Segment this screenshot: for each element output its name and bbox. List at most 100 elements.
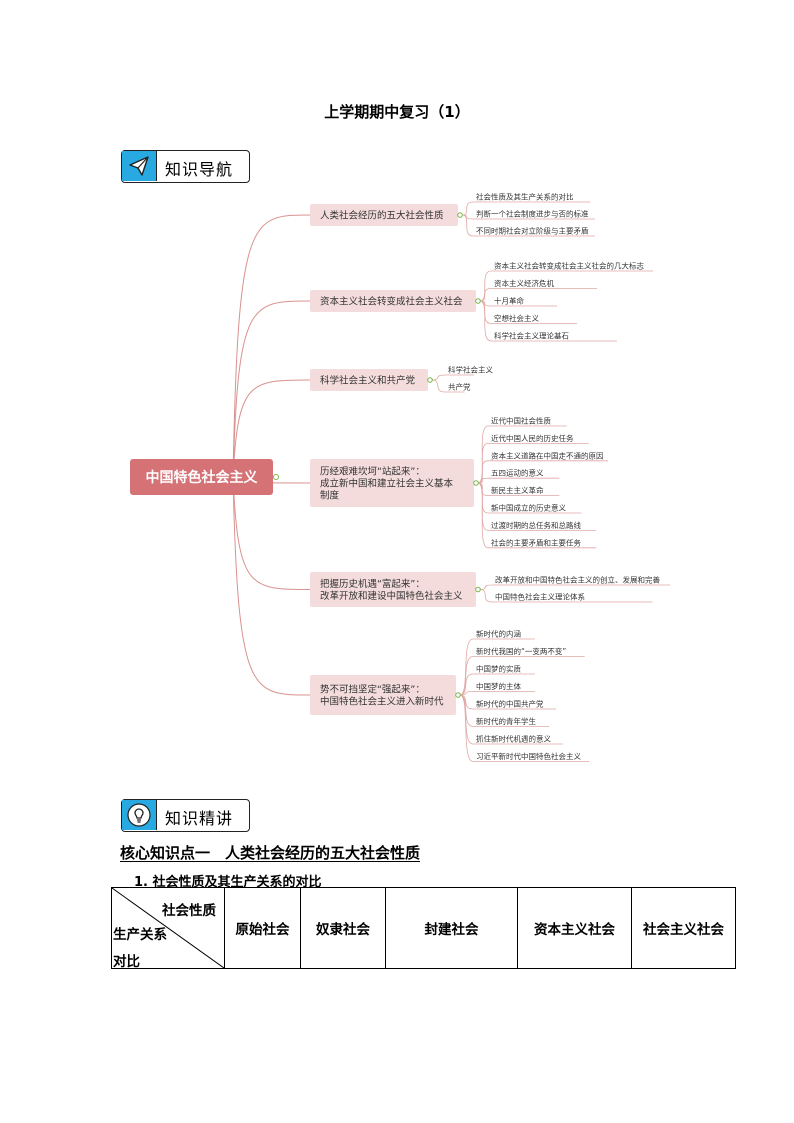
mindmap-root-box xyxy=(130,459,273,495)
knowledge-detail-label: 知识精讲 xyxy=(165,809,234,828)
leaf-connector xyxy=(479,589,493,603)
column-header: 资本主义社会 xyxy=(517,887,632,969)
mindmap-leaf-label: 资本主义社会转变成社会主义社会的几大标志 xyxy=(494,261,644,271)
mindmap-branch-label: 成立新中国和建立社会主义基本 xyxy=(320,478,454,490)
leaf-connector xyxy=(459,673,474,696)
corner-label-bottom: 对比 xyxy=(113,954,140,970)
mindmap-branch-box xyxy=(310,572,476,607)
mindmap-leaf-label: 十月革命 xyxy=(494,296,524,306)
mindmap-leaf-label: 社会的主要矛盾和主要任务 xyxy=(491,537,581,547)
mindmap-leaf-label: 改革开放和中国特色社会主义的创立、发展和完善 xyxy=(495,575,660,585)
mindmap-branch-label: 制度 xyxy=(320,490,340,502)
branch-expand-dot xyxy=(473,480,479,486)
mindmap-leaf-label: 空想社会主义 xyxy=(494,313,539,323)
mindmap-branch-box xyxy=(310,459,474,507)
branch-expand-dot xyxy=(475,586,481,593)
mindmap-leaf-label: 新中国成立的历史意义 xyxy=(491,503,566,513)
leaf-connector xyxy=(459,694,474,762)
root-expand-dot xyxy=(273,474,279,480)
mindmap-branch-label: 势不可挡坚定“强起来”： xyxy=(320,684,425,696)
mindmap-leaf-label: 抓住新时代机遇的意义 xyxy=(476,734,551,744)
root-branch-connector xyxy=(232,214,311,478)
mindmap-leaf-label: 中国梦的实质 xyxy=(476,664,521,674)
mindmap-leaf-label: 科学社会主义理论基石 xyxy=(494,331,569,341)
mindmap-branch-label: 改革开放和建设中国特色社会主义 xyxy=(320,590,463,602)
mindmap-leaf-label: 社会性质及其生产关系的对比 xyxy=(476,192,574,202)
mindmap-branch-label: 科学社会主义和共产党 xyxy=(320,375,416,387)
leaf-connector xyxy=(479,270,492,302)
mindmap-leaf-label: 五四运动的意义 xyxy=(491,468,544,478)
root-branch-connector xyxy=(232,476,311,696)
root-branch-connector xyxy=(232,379,311,478)
lightbulb-icon xyxy=(122,800,157,830)
leaf-connector xyxy=(477,482,489,514)
knowledge-detail-header: 知识精讲 xyxy=(121,799,250,832)
mindmap-leaf-label: 中国特色社会主义理论体系 xyxy=(495,592,585,602)
leaf-connector xyxy=(477,482,489,496)
leaf-connector xyxy=(479,584,493,590)
leaf-connector xyxy=(459,656,474,696)
mindmap-leaf-label: 新时代我国的“一变两不变” xyxy=(476,646,566,656)
leaf-connector xyxy=(477,482,489,531)
branch-expand-dot xyxy=(457,212,463,218)
leaf-connector xyxy=(459,638,474,696)
mindmap-leaf-label: 判断一个社会制度进步与否的标准 xyxy=(476,209,589,219)
column-header: 社会主义社会 xyxy=(631,887,736,969)
mindmap-leaf-label: 新时代的中国共产党 xyxy=(476,699,544,709)
mindmap-leaf-label: 共产党 xyxy=(448,382,471,392)
leaf-connector xyxy=(431,374,446,381)
society-comparison-table: 社会性质 生产关系 对比 原始社会 奴隶社会 封建社会 资本主义社会 社会主义社… xyxy=(111,887,736,970)
mindmap-leaf-label: 新民主主义革命 xyxy=(491,485,544,495)
corner-label-mid: 生产关系 xyxy=(113,927,167,943)
mindmap-branch-box xyxy=(310,204,458,226)
mindmap-branch-box xyxy=(310,369,428,391)
mindmap-branch-label: 中国特色社会主义进入新时代 xyxy=(320,696,444,708)
mindmap-leaf-label: 资本主义经济危机 xyxy=(494,278,554,288)
mind-map: 中国特色社会主义 人类社会经历的五大社会性质 社会性质及其生产关系的对比判断一个社会… xyxy=(130,192,670,762)
column-header: 原始社会 xyxy=(224,887,301,969)
leaf-connector xyxy=(477,482,489,549)
leaf-connector xyxy=(459,694,474,710)
mindmap-leaf-label: 中国梦的主体 xyxy=(476,681,521,691)
mindmap-branch-label: 历经艰难坎坷“站起来”： xyxy=(320,466,425,478)
mindmap-branch-label: 把握历史机遇“富起来”： xyxy=(320,578,425,590)
leaf-connector xyxy=(461,214,474,237)
column-header: 封建社会 xyxy=(385,887,518,969)
leaf-connector xyxy=(479,300,492,342)
table-header-row: 社会性质 生产关系 对比 原始社会 奴隶社会 封建社会 资本主义社会 社会主义社… xyxy=(111,887,736,970)
mindmap-branch-box xyxy=(310,675,456,715)
knowledge-nav-header: 知识导航 xyxy=(121,150,250,183)
leaf-connector xyxy=(431,379,446,393)
mindmap-leaf-label: 近代中国人民的历史任务 xyxy=(491,433,574,443)
mindmap-leaf-label: 过渡时期的总任务和总路线 xyxy=(491,520,581,530)
root-branch-connector xyxy=(232,300,311,478)
knowledge-nav-label: 知识导航 xyxy=(165,160,234,179)
leaf-connector xyxy=(477,425,489,484)
column-header: 奴隶社会 xyxy=(300,887,386,969)
mindmap-leaf-label: 资本主义道路在中国走不通的原因 xyxy=(491,450,604,460)
branch-expand-dot xyxy=(455,692,461,698)
mindmap-leaf-label: 近代中国社会性质 xyxy=(491,416,551,426)
document-title: 上学期期中复习（1） xyxy=(324,103,470,121)
mindmap-leaf-label: 新时代的内涵 xyxy=(476,629,521,639)
mindmap-leaf-label: 新时代的青年学生 xyxy=(476,716,536,726)
mindmap-leaf-label: 习近平新时代中国特色社会主义 xyxy=(476,751,581,761)
root-branch-connector xyxy=(232,476,311,590)
mindmap-branch-label: 资本主义社会转变成社会主义社会 xyxy=(320,296,463,308)
mindmap-leaf-label: 科学社会主义 xyxy=(448,365,493,375)
mindmap-leaf-label: 不同时期社会对立阶级与主要矛盾 xyxy=(476,226,589,236)
leaf-connector xyxy=(479,300,492,324)
mindmap-branch-box xyxy=(310,290,476,312)
leaf-connector xyxy=(477,443,489,484)
mindmap-root-label: 中国特色社会主义 xyxy=(146,469,258,486)
leaf-connector xyxy=(477,460,489,484)
leaf-connector xyxy=(461,201,474,216)
branch-expand-dot xyxy=(427,377,433,383)
knowledge-point-subtitle: 1. 社会性质及其生产关系的对比 xyxy=(134,875,322,890)
corner-label-top: 社会性质 xyxy=(162,903,216,919)
knowledge-point-title: 核心知识点一 人类社会经历的五大社会性质 xyxy=(120,844,421,862)
table-corner-cell: 社会性质 生产关系 对比 xyxy=(111,887,225,970)
mindmap-branch-label: 人类社会经历的五大社会性质 xyxy=(320,210,444,222)
leaf-connector xyxy=(479,288,492,302)
paper-plane-icon xyxy=(122,151,157,181)
